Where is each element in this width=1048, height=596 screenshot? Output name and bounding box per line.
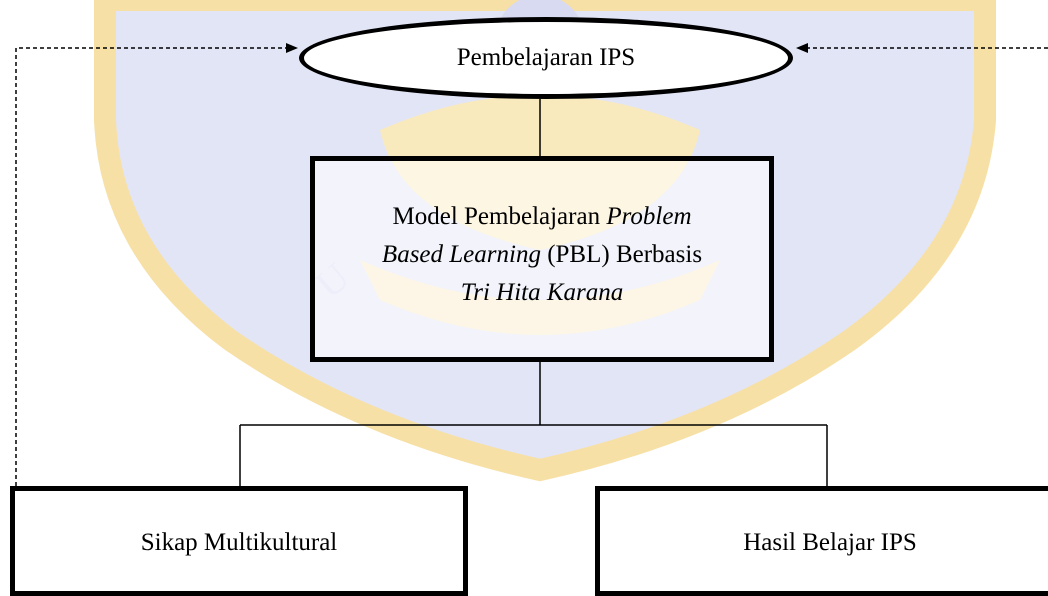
- node-pembelajaran-ips: Pembelajaran IPS: [299, 17, 793, 99]
- node-pbl-model: Model Pembelajaran Problem Based Learnin…: [310, 156, 774, 362]
- node-hasil-belajar-ips: Hasil Belajar IPS: [595, 486, 1048, 596]
- node-pbl-model-line2-italic: Based Learning: [381, 241, 541, 268]
- node-sikap-multikultural-label: Sikap Multikultural: [140, 529, 338, 556]
- node-pbl-model-line1: Model Pembelajaran Problem: [393, 198, 692, 236]
- feedback-arrow-left: [15, 43, 298, 486]
- node-pbl-model-line2-text: (PBL) Berbasis: [540, 241, 703, 268]
- node-hasil-belajar-ips-label: Hasil Belajar IPS: [743, 529, 917, 556]
- connector-lines: [15, 43, 1048, 486]
- node-pbl-model-line3: Tri Hita Karana: [460, 279, 624, 306]
- node-pbl-model-line2: Based Learning (PBL) Berbasis: [382, 236, 702, 274]
- node-pbl-model-line1-text: Model Pembelajaran: [392, 203, 607, 230]
- node-pembelajaran-ips-label: Pembelajaran IPS: [456, 44, 636, 71]
- node-pbl-model-line1-italic: Problem: [606, 203, 692, 230]
- node-sikap-multikultural: Sikap Multikultural: [10, 486, 468, 596]
